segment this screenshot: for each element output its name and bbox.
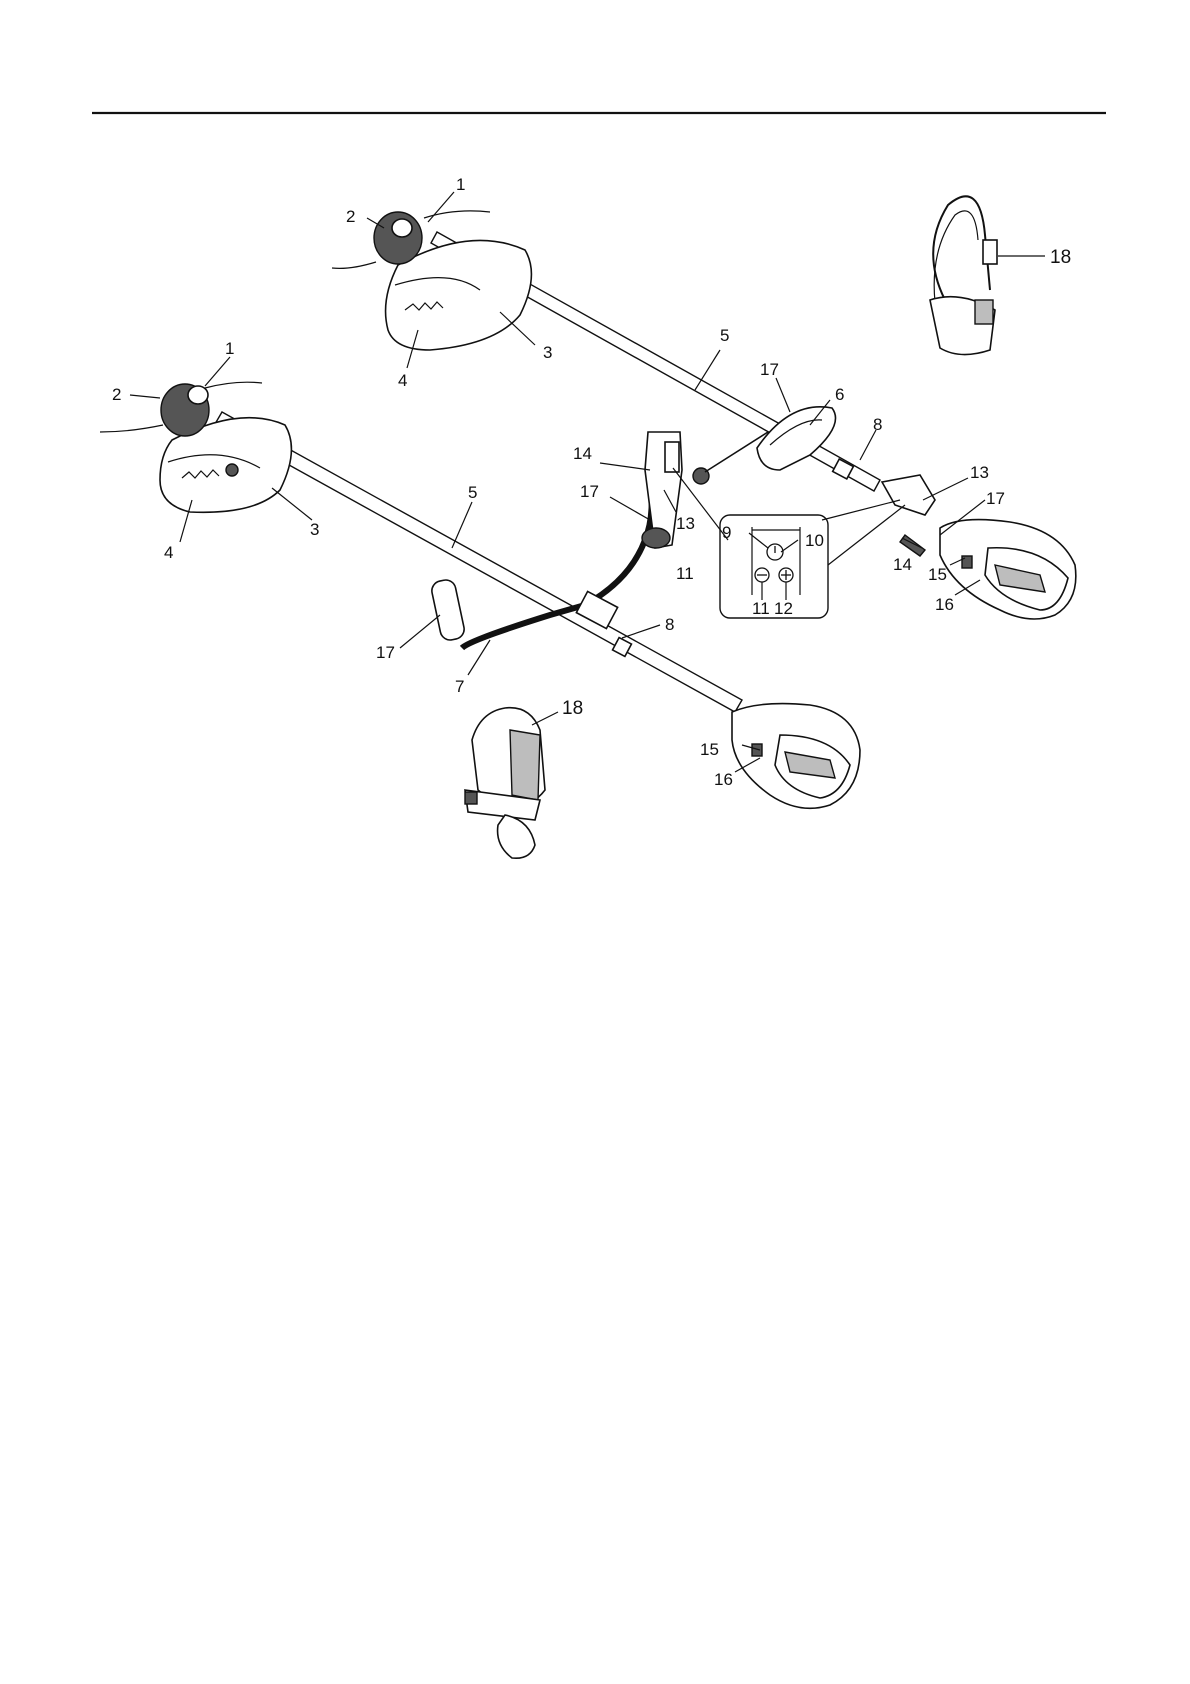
callout-15-lower: 15 [700, 740, 719, 759]
callout-5-upper: 5 [720, 326, 729, 345]
lower-control-panel [665, 442, 679, 472]
lower-line-right [205, 382, 262, 388]
callout-16-upper: 16 [935, 595, 954, 614]
upper-bump-knob [392, 219, 412, 237]
harness-hip-pad [498, 815, 535, 858]
lower-line-left [100, 425, 163, 432]
lower-bump-knob [188, 386, 208, 404]
callout-7: 7 [455, 677, 464, 696]
callout-1-lower: 1 [225, 339, 234, 358]
callout-6: 6 [835, 385, 844, 404]
harness-strap-right [510, 730, 540, 800]
power-icon[interactable] [767, 544, 783, 560]
lower-handlebar-left [462, 605, 585, 648]
callout-2-lower: 2 [112, 385, 121, 404]
plus-icon[interactable] [779, 568, 793, 582]
upper-trigger [900, 535, 925, 556]
lower-handle-collar [642, 528, 670, 548]
callout-11: 11 [752, 599, 770, 618]
callout-9: 9 [722, 523, 731, 542]
callout-18-strap: 18 [1050, 247, 1071, 268]
control-panel-inset [673, 468, 905, 618]
callout-14-upper: 14 [893, 555, 912, 574]
harness-buckle [465, 792, 477, 804]
callout-8-upper: 8 [873, 415, 882, 434]
callout-5-lower: 5 [468, 483, 477, 502]
inset-leader-top [822, 500, 900, 520]
callout-14-lower: 14 [573, 444, 592, 463]
callout-10: 10 [805, 531, 824, 550]
callout-16-lower: 16 [714, 770, 733, 789]
callout-8-lower: 8 [665, 615, 674, 634]
lower-left-grip [430, 578, 466, 642]
callout-3-upper: 3 [543, 343, 552, 362]
callout-4-upper: 4 [398, 371, 407, 390]
callout-15-upper: 15 [928, 565, 947, 584]
callout-17-upper-grip: 17 [986, 489, 1005, 508]
callout-17-lower-handle: 17 [580, 482, 599, 501]
upper-line-left [332, 262, 376, 268]
callout-11-lower: 11 [676, 564, 694, 583]
callout-12: 12 [774, 599, 793, 618]
callout-17-lower-grip: 17 [376, 643, 395, 662]
callout-13-lower: 13 [676, 514, 695, 533]
strap-buckle [983, 240, 997, 264]
callout-2-upper: 2 [346, 207, 355, 226]
lower-release-button [752, 744, 762, 756]
callout-4-lower: 4 [164, 543, 173, 562]
shoulder-strap [930, 196, 997, 354]
harness [465, 708, 545, 859]
minus-icon[interactable] [755, 568, 769, 582]
lower-guard-knob [226, 464, 238, 476]
callout-18-harness: 18 [562, 698, 583, 719]
upper-release-button [962, 556, 972, 568]
callout-1-upper: 1 [456, 175, 465, 194]
callout-3-lower: 3 [310, 520, 319, 539]
strap-hook [975, 300, 993, 324]
callout-17-upper-loop: 17 [760, 360, 779, 379]
callout-13-upper: 13 [970, 463, 989, 482]
upper-control-grip [882, 475, 935, 515]
